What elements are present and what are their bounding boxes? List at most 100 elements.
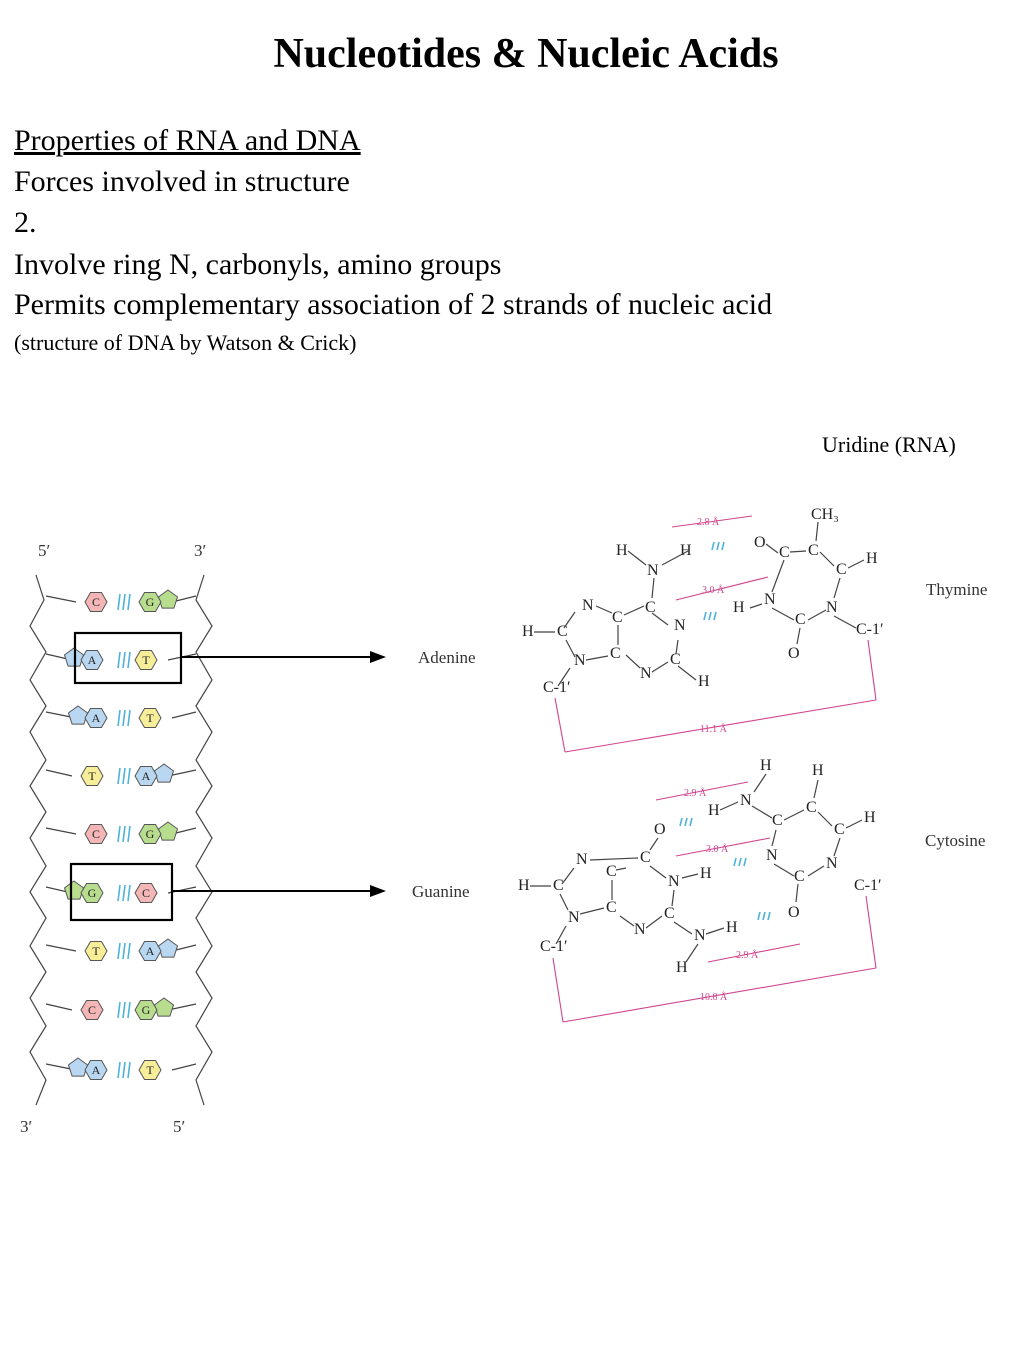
text-line-ring: Involve ring N, carbonyls, amino groups (14, 248, 502, 281)
atom-label: C-1′ (854, 877, 882, 894)
helix-top-left-label: 5′ (38, 541, 50, 560)
cytosine-label: Cytosine (925, 831, 985, 850)
base-letter: G (146, 827, 155, 841)
atom-label: C (779, 544, 790, 561)
atom-label: H (760, 757, 772, 774)
atom-label: H (522, 623, 534, 640)
base-C-left-0: C (84, 592, 108, 612)
atom-label: C (794, 868, 805, 885)
gc-hydrogen-bonds (679, 817, 771, 921)
base-C-right-5: C (134, 883, 158, 903)
atom-label: C (557, 623, 568, 640)
page-title: Nucleotides & Nucleic Acids (273, 31, 779, 77)
base-letter: C (92, 827, 100, 841)
gc-distance-markers: 2.9 Å 3.0 Å 2.9 Å 10.8 Å (552, 781, 877, 1023)
atom-label: O (754, 534, 766, 551)
base-A-left-1: A (63, 647, 104, 670)
sugar-link-left (45, 1003, 73, 1011)
base-T-left-3: T (80, 766, 104, 786)
atom-label: N (640, 665, 652, 682)
base-A-right-6: A (138, 938, 179, 961)
text-line-forces: Forces involved in structure (14, 165, 350, 198)
helix-hydrogen-bond (117, 767, 131, 785)
base-letter: T (146, 1063, 154, 1077)
text-line-watson-crick: (structure of DNA by Watson & Crick) (14, 330, 357, 355)
base-letter: T (142, 653, 150, 667)
base-letter: C (142, 886, 150, 900)
base-C-left-4: C (84, 824, 108, 844)
base-A-right-3: A (134, 763, 175, 786)
right-backbone (195, 574, 213, 1106)
guanine-bonds (530, 837, 725, 963)
atom-label: O (654, 821, 666, 838)
base-letter: A (88, 653, 97, 667)
atom-label: H (726, 919, 738, 936)
atom-label: C (606, 899, 617, 916)
base-letter: T (92, 944, 100, 958)
atom-label: C-1′ (543, 679, 571, 696)
atom-label: N (574, 652, 586, 669)
text-line-complementary: Permits complementary association of 2 s… (14, 288, 773, 321)
atom-label: H (812, 762, 824, 779)
distance-gc-mid: 3.0 Å (706, 843, 729, 855)
sugar-link-left (45, 944, 77, 952)
atom-label: N (826, 855, 838, 872)
atom-label: N (764, 591, 776, 608)
helix-hydrogen-bond (117, 1061, 131, 1079)
thymine-label: Thymine (926, 580, 987, 599)
atom-label: C (664, 905, 675, 922)
sugar-link-left (45, 827, 77, 835)
base-letter: A (92, 1063, 101, 1077)
atom-label: C (836, 561, 847, 578)
atom-label: C (553, 877, 564, 894)
atom-label: O (788, 904, 800, 921)
distance-gc-total: 10.8 Å (700, 991, 728, 1003)
helix-hydrogen-bond (117, 651, 131, 669)
atom-label: N (634, 921, 646, 938)
atom-label: C (606, 863, 617, 880)
atom-label: H (698, 673, 710, 690)
guanine-arrowhead (370, 885, 386, 897)
base-G-right-4: G (138, 821, 179, 844)
helix-top-right-label: 3′ (194, 541, 206, 560)
atom-label: N (582, 597, 594, 614)
helix-hydrogen-bond (117, 825, 131, 843)
guanine-label: Guanine (412, 882, 470, 901)
base-letter: A (92, 711, 101, 725)
atom-label: N (826, 599, 838, 616)
left-backbone (29, 574, 47, 1106)
atom-label: H (676, 959, 688, 976)
sugar-link-left (45, 595, 77, 603)
atom-label: N (766, 847, 778, 864)
base-A-left-2: A (67, 705, 108, 728)
adenine-thymine-structure: H H N C N C N H C C N N C H C-1′ CH₃ O C… (522, 506, 884, 753)
base-T-left-6: T (84, 941, 108, 961)
distance-at-top: 2.8 Å (697, 516, 720, 528)
at-hydrogen-bonds (703, 541, 725, 621)
base-letter: T (88, 769, 96, 783)
atom-label: C (612, 609, 623, 626)
atom-label: C (806, 799, 817, 816)
base-letter: C (92, 595, 100, 609)
atom-label: H (866, 550, 878, 567)
distance-gc-bottom: 2.9 Å (736, 949, 759, 961)
sugar-link-left (45, 769, 73, 777)
base-G-right-7: G (134, 997, 175, 1020)
atom-label: H (700, 865, 712, 882)
atom-label: O (788, 645, 800, 662)
atom-label: N (668, 873, 680, 890)
atom-label: C (795, 611, 806, 628)
base-letter: G (142, 1003, 151, 1017)
atom-label: C-1′ (540, 938, 568, 955)
distance-gc-top: 2.9 Å (684, 787, 707, 799)
text-line-number: 2. (14, 206, 37, 239)
atom-label: CH₃ (811, 506, 839, 523)
atom-label: N (568, 909, 580, 926)
sugar-link-right (171, 711, 197, 719)
base-T-right-8: T (138, 1060, 162, 1080)
base-G-right-0: G (138, 589, 179, 612)
atom-label: C (808, 542, 819, 559)
atom-label: N (674, 617, 686, 634)
